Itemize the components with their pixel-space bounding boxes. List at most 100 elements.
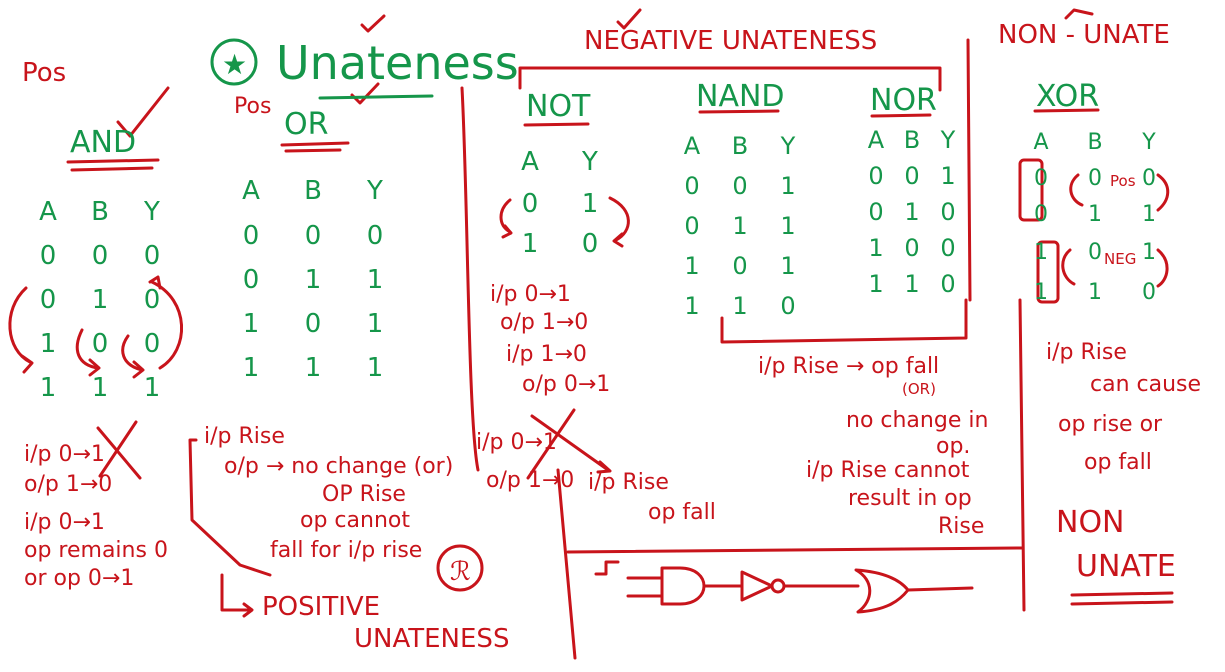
nand-cell: 1 [684, 252, 700, 280]
nand-header-y: Y [780, 132, 796, 160]
neg-note-cannot-1: i/p Rise cannot [806, 458, 970, 483]
divider-2 [556, 468, 577, 660]
xor-cell: 1 [1034, 279, 1048, 305]
or-note-2: o/p → no change (or) [224, 454, 454, 479]
unateness-badge [210, 38, 258, 86]
nor-cell: 0 [868, 162, 884, 190]
xor-cell: 1 [1142, 239, 1156, 265]
or-note-5: fall for i/p rise [270, 538, 423, 563]
xor-cell: 0 [1034, 201, 1048, 227]
or-cell: 1 [242, 309, 260, 339]
or-notes-bracket [188, 438, 272, 577]
or-header-y: Y [367, 176, 383, 206]
or-header-a: A [242, 176, 260, 206]
unateness-underline [318, 94, 434, 100]
nor-header-a: A [867, 126, 885, 154]
or-truth-table: A B Y 0 0 0 0 1 1 1 0 1 1 1 1 [220, 168, 406, 390]
non-label: NON [1056, 505, 1125, 540]
nand-nor-bracket [720, 298, 968, 344]
xor-truth-table: A B Y 0 0 0 0 1 1 1 0 1 1 1 0 [1014, 124, 1176, 312]
divider-4 [966, 38, 972, 302]
xor-cell: 0 [1142, 279, 1156, 305]
neg-note-no-change-1: no change in [846, 408, 989, 433]
not-underline [523, 122, 590, 127]
positive-badge [436, 544, 484, 592]
positive-arrow [220, 573, 252, 612]
nor-truth-table: A B Y 0 0 1 0 1 0 1 0 0 1 1 0 [858, 122, 966, 302]
xor-neg-tag: NEG [1104, 250, 1137, 268]
nor-cell: 1 [904, 270, 920, 298]
xor-neg-arrow-right [1156, 248, 1169, 288]
and-arrow-mid [75, 328, 100, 370]
and-title: AND [70, 125, 137, 160]
neg-note-rise-fall: i/p Rise → op fall [758, 354, 940, 379]
and-cell: 0 [143, 329, 161, 359]
not-note-6: o/p 1→0 [486, 468, 575, 493]
nor-cell: 1 [904, 198, 920, 226]
not-note-5: i/p 0→1 [476, 430, 557, 455]
or-cell: 0 [304, 221, 322, 251]
negative-unateness-title: NEGATIVE UNATENESS [584, 26, 878, 56]
and-truth-table: A B Y 0 0 0 0 1 0 1 0 0 1 1 1 [22, 190, 178, 410]
xor-cell: 1 [1088, 279, 1102, 305]
and-gate-wires [626, 576, 744, 598]
nor-cell: 0 [940, 234, 956, 262]
xor-cell: 0 [1034, 165, 1048, 191]
and-arrow-right-1 [121, 334, 144, 372]
nor-underline [870, 113, 932, 118]
nand-cell: 0 [684, 172, 700, 200]
neg-note-or: (OR) [902, 380, 936, 398]
and-strike [96, 420, 142, 480]
xor-note-3: op rise or [1058, 412, 1163, 437]
and-arrow-right-2 [150, 280, 183, 370]
negative-checkmark [616, 8, 642, 30]
or-gate [854, 568, 910, 614]
xor-pos-tag: Pos [1110, 172, 1136, 190]
neg-note-cannot-3: Rise [938, 514, 985, 539]
pos-label-left: Pos [22, 58, 67, 88]
or-note-4: op cannot [300, 508, 410, 533]
xor-note-2: can cause [1090, 372, 1202, 397]
nand-underline [698, 109, 780, 114]
and-note-5: or op 0→1 [24, 566, 135, 591]
not-note-2: o/p 1→0 [500, 310, 589, 335]
and-cell: 1 [143, 373, 161, 403]
not-cell: 0 [521, 189, 539, 219]
not-cell: 0 [581, 229, 599, 259]
unate-label: UNATE [1076, 549, 1176, 584]
star-mark: ★ [222, 49, 247, 80]
nand-cell: 1 [780, 212, 796, 240]
xor-pos-arrow-right [1156, 173, 1170, 212]
xor-note-4: op fall [1084, 450, 1152, 475]
and-cell: 1 [39, 373, 57, 403]
and-cell: 1 [91, 373, 109, 403]
or-cell: 1 [242, 353, 260, 383]
or-underline [280, 141, 350, 153]
unateness-checkmark [360, 14, 386, 33]
nor-cell: 1 [940, 162, 956, 190]
and-note-4: op remains 0 [24, 538, 168, 563]
or-cell: 1 [366, 353, 384, 383]
pos-label-or: Pos [234, 94, 272, 119]
non-unate-underline-2 [1070, 600, 1174, 606]
positive-label: POSITIVE [262, 592, 381, 622]
not-truth-table: A Y 0 1 1 0 [500, 140, 620, 264]
gate-box-top [566, 546, 1024, 554]
xor-box-2 [1036, 240, 1060, 304]
nor-cell: 0 [940, 198, 956, 226]
nand-cell: 1 [780, 252, 796, 280]
and-checkmark [116, 86, 170, 138]
nor-header-y: Y [940, 126, 956, 154]
xor-cell: 1 [1034, 239, 1048, 265]
not-note-1: i/p 0→1 [490, 282, 571, 307]
unateness-label: UNATENESS [354, 624, 510, 654]
xor-neg-arrow-left [1061, 248, 1076, 286]
xor-pos-arrow-left [1069, 173, 1084, 207]
nand-header-b: B [731, 132, 749, 160]
and-note-1: i/p 0→1 [24, 442, 105, 467]
and-note-2: o/p 1→0 [24, 472, 113, 497]
xor-header-b: B [1087, 129, 1103, 155]
xor-cell: 1 [1142, 201, 1156, 227]
